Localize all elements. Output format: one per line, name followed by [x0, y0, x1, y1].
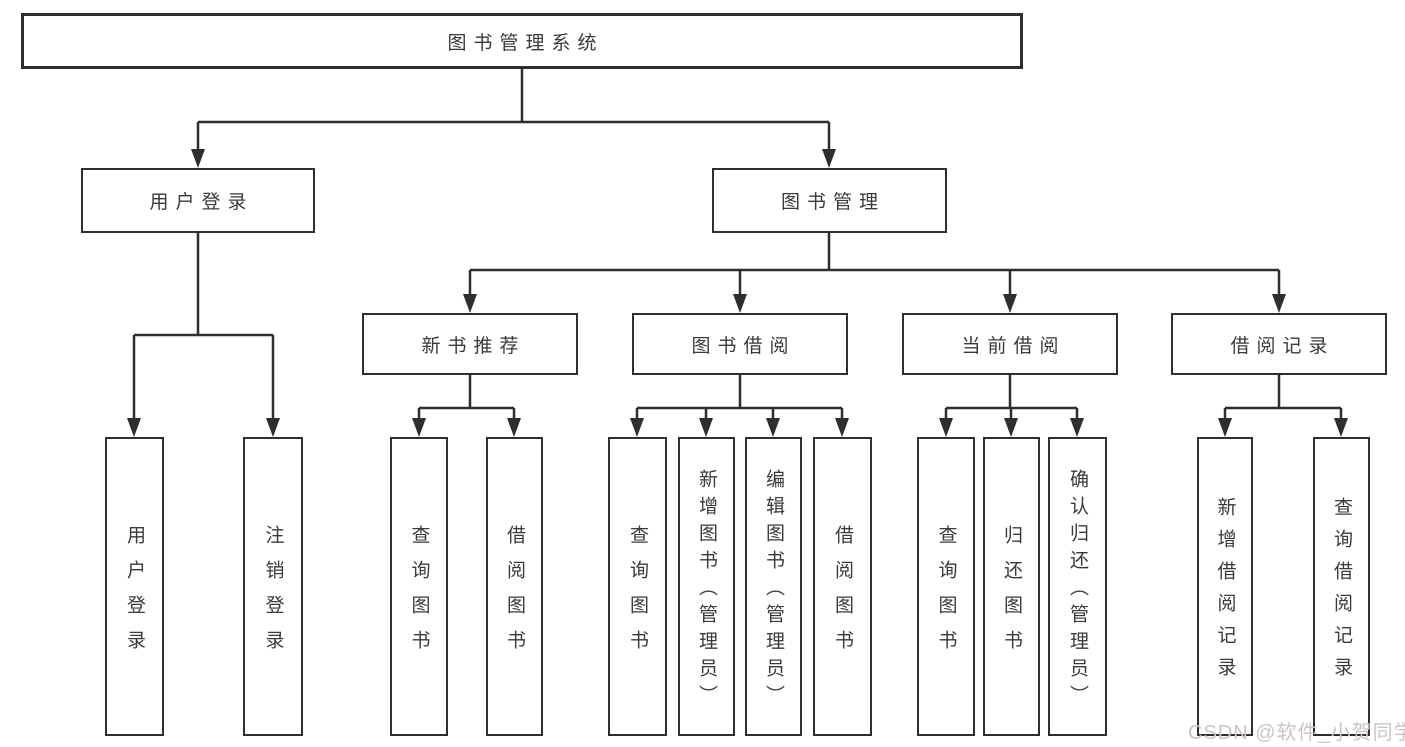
node-label: 借阅图书: [504, 524, 525, 665]
node-leaf-edit-books-admin: 编辑图书（管理员）: [745, 437, 802, 736]
node-label: 借阅记录: [1230, 335, 1335, 357]
node-leaf-user-login: 用户登录: [105, 437, 164, 736]
node-label: 查询图书: [627, 524, 648, 665]
node-user-login: 用户登录: [81, 168, 315, 233]
node-label: 新增图书（管理员）: [696, 469, 717, 712]
node-leaf-borrow-books-1: 借阅图书: [486, 437, 543, 736]
node-label: 新增借阅记录: [1214, 497, 1236, 689]
node-label: 查询图书: [935, 524, 957, 665]
node-label: 查询借阅记录: [1331, 497, 1352, 689]
node-leaf-return-books: 归还图书: [983, 437, 1040, 736]
node-leaf-add-books-admin: 新增图书（管理员）: [678, 437, 735, 736]
node-leaf-query-books-2: 查询图书: [608, 437, 667, 736]
node-leaf-confirm-return-admin: 确认归还（管理员）: [1048, 437, 1107, 736]
node-leaf-logout: 注销登录: [243, 437, 303, 736]
node-leaf-borrow-books-2: 借阅图书: [813, 437, 872, 736]
node-new-book-recommend: 新书推荐: [362, 313, 578, 375]
node-label: 编辑图书（管理员）: [763, 469, 784, 712]
node-book-management: 图书管理: [712, 168, 947, 233]
node-label: 确认归还（管理员）: [1067, 469, 1088, 712]
node-leaf-query-books-3: 查询图书: [917, 437, 975, 736]
node-leaf-query-borrow-record: 查询借阅记录: [1313, 437, 1370, 736]
node-book-borrowing: 图书借阅: [632, 313, 848, 375]
node-leaf-add-borrow-record: 新增借阅记录: [1197, 437, 1253, 736]
node-label: 用户登录: [124, 524, 145, 665]
node-label: 图书借阅: [691, 335, 796, 357]
node-label: 借阅图书: [832, 524, 853, 665]
node-label: 当前借阅: [961, 335, 1066, 357]
node-leaf-query-books-1: 查询图书: [390, 437, 448, 736]
node-label: 用户登录: [149, 192, 254, 213]
arrowheads: [127, 149, 1348, 437]
node-current-borrowing: 当前借阅: [902, 313, 1118, 375]
node-label: 查询图书: [408, 524, 430, 665]
node-label: 注销登录: [262, 524, 284, 665]
node-label: 图书管理系统: [447, 32, 604, 54]
node-borrowing-records: 借阅记录: [1171, 313, 1387, 375]
node-label: 归还图书: [1001, 524, 1022, 665]
csdn-watermark: CSDN @软件_小贺同学: [1188, 722, 1405, 744]
node-label: 图书管理: [780, 192, 885, 213]
node-library-management-system: 图书管理系统: [21, 13, 1023, 69]
node-label: 新书推荐: [421, 335, 526, 357]
